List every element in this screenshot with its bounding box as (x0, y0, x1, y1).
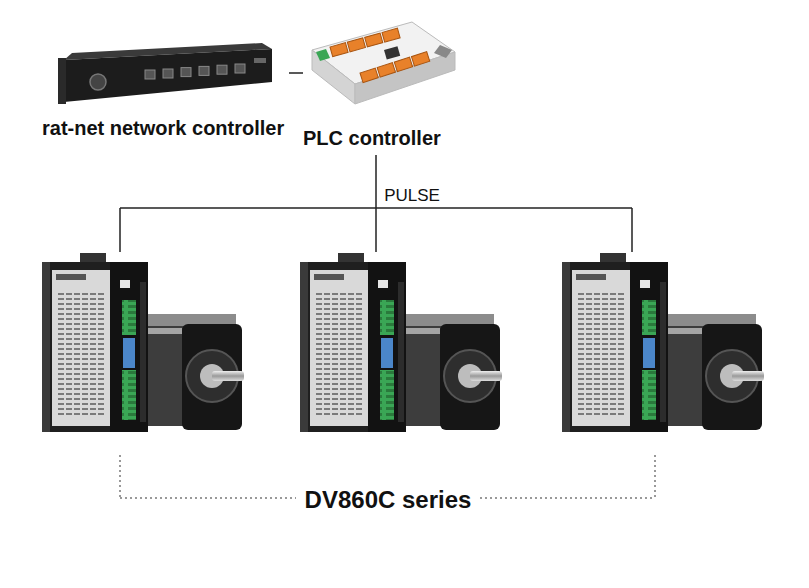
rack-controller-picture (58, 58, 66, 104)
rack-controller-picture (163, 69, 173, 78)
rack-controller-picture (235, 64, 245, 73)
caption-block: rat-net network controller (42, 116, 284, 140)
plc-controller-picture (377, 63, 395, 77)
plc-controller-picture (382, 28, 400, 42)
pulse-bus-wire (120, 155, 632, 252)
plc-controller-picture (330, 43, 348, 57)
rack-controller-picture (145, 70, 155, 79)
plc-controller-picture (365, 33, 383, 47)
rack-controller-picture (217, 65, 227, 74)
rack-controller-picture (58, 43, 272, 104)
pulse-bus-wire (375, 155, 377, 252)
plc-controller-picture (312, 22, 455, 104)
rack-controller-picture (181, 68, 191, 77)
link-line (289, 72, 303, 74)
pulse-bus-wire (631, 208, 633, 252)
plc-controller-picture (347, 38, 365, 52)
rack-controller-picture (90, 74, 106, 90)
driver-motor-picture (42, 253, 244, 432)
plc-controller-picture (316, 49, 330, 61)
pulse-bus-wire (120, 207, 632, 209)
signal-name: PULSE (381, 186, 443, 205)
series-bracket (654, 455, 656, 498)
rack-controller-picture (199, 66, 209, 75)
driver-motor-picture (562, 253, 764, 432)
rack-controller-picture (254, 58, 266, 63)
series-bracket (120, 497, 296, 499)
plc-controller-picture (411, 52, 429, 66)
caption-block: PLC controller (303, 126, 441, 150)
device-node: PLC controller (303, 15, 453, 150)
driver-motor-picture (42, 253, 764, 432)
plc-controller-picture (394, 57, 412, 71)
plc-controller-picture (384, 46, 400, 59)
device-caption: PLC controller (303, 126, 441, 150)
series-name: DV860C series (302, 487, 475, 513)
plc-controller-picture (360, 68, 378, 82)
series-bracket (480, 497, 655, 499)
series-bracket (119, 455, 121, 498)
device-caption: rat-net network controller (42, 116, 284, 140)
driver-motor-picture (300, 253, 502, 432)
rack-controller-picture (64, 49, 272, 102)
plc-controller-picture (434, 45, 452, 58)
plc-controller-picture (312, 50, 355, 104)
plc-controller-picture (355, 52, 455, 104)
pulse-bus-wire (119, 208, 121, 252)
device-node: rat-net network controller (42, 38, 289, 140)
